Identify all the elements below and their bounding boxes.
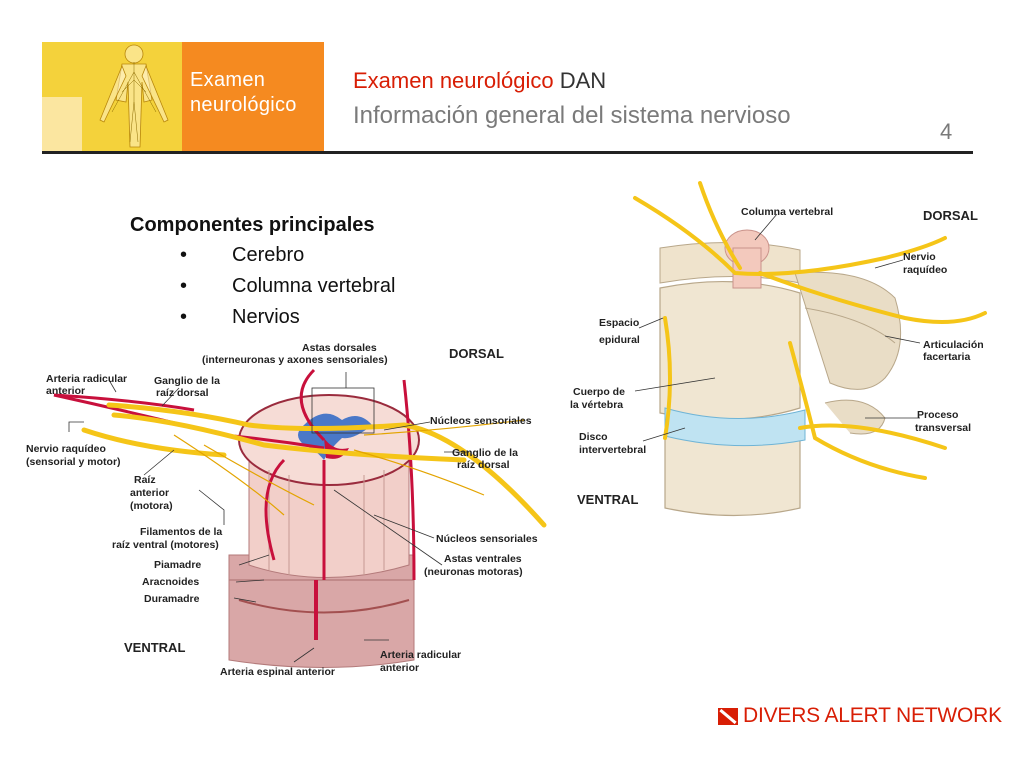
arteria-radicular-bottom-sub-label: anterior — [380, 662, 419, 674]
arteria-radicular-bottom-label: Arteria radicular — [380, 649, 461, 661]
ganglio-raiz-right-label: Ganglio de la — [452, 447, 518, 459]
title-rest: DAN — [553, 68, 607, 93]
dive-flag-icon — [718, 708, 738, 725]
list-item-label: Nervios — [232, 306, 300, 328]
human-figure-icon — [99, 44, 169, 148]
badge-line-1: Examen — [190, 69, 266, 91]
ganglio-raiz-right-sub-label: raíz dorsal — [457, 459, 510, 471]
spinal-cord-diagram: DORSAL VENTRAL Astas dorsales (interneur… — [26, 342, 547, 678]
page-number: 4 — [940, 119, 953, 144]
disco-sub-label: intervertebral — [579, 444, 646, 456]
nervous-system-thumbnail — [42, 42, 182, 152]
cuerpo-vertebra-label: Cuerpo de — [573, 386, 625, 398]
raiz-anterior-label: Raíz — [134, 474, 156, 486]
nervio-raquideo-sub-label: (sensorial y motor) — [26, 456, 121, 468]
dorsal-label: DORSAL — [449, 346, 504, 361]
articulacion-sub-label: facertaria — [923, 351, 970, 363]
raiz-anterior-type-label: (motora) — [130, 500, 173, 512]
exam-badge: Examen neurológico — [182, 42, 324, 152]
nervio-raquideo-right-label: Nervio — [903, 251, 936, 263]
header-divider — [42, 151, 973, 154]
duramadre-label: Duramadre — [144, 593, 200, 605]
vertebral-column-diagram: DORSAL VENTRAL Columna vertebral Nervio … — [570, 181, 987, 517]
proceso-sub-label: transversal — [915, 422, 971, 434]
nucleos-sensoriales-bottom-label: Núcleos sensoriales — [436, 533, 538, 545]
cuerpo-vertebra-sub-label: la vértebra — [570, 399, 623, 411]
filamentos-sub-label: raíz ventral (motores) — [112, 539, 219, 551]
raiz-anterior-sub-label: anterior — [130, 487, 169, 499]
ganglio-raiz-sub-label: raíz dorsal — [156, 387, 209, 399]
right-dorsal-label: DORSAL — [923, 208, 978, 223]
list-item-label: Columna vertebral — [232, 275, 396, 297]
right-ventral-label: VENTRAL — [577, 492, 638, 507]
page-title: Examen neurológico DAN — [353, 68, 606, 94]
arteria-espinal-label: Arteria espinal anterior — [220, 666, 335, 678]
astas-ventrales-label: Astas ventrales — [444, 553, 522, 565]
badge-line-2: neurológico — [190, 94, 297, 116]
proceso-label: Proceso — [917, 409, 958, 421]
espacio-epidural-sub-label: epidural — [599, 334, 640, 346]
disco-label: Disco — [579, 431, 608, 443]
astas-dorsales-sub-label: (interneuronas y axones sensoriales) — [202, 354, 388, 366]
filamentos-label: Filamentos de la — [140, 526, 222, 538]
astas-dorsales-label: Astas dorsales — [302, 342, 377, 354]
espacio-epidural-label: Espacio — [599, 317, 639, 329]
piamadre-label: Piamadre — [154, 559, 201, 571]
title-red-part: Examen neurológico — [353, 68, 554, 93]
arteria-radicular-sub-label: anterior — [46, 385, 85, 397]
page-subtitle: Información general del sistema nervioso — [353, 102, 791, 129]
nervio-raquideo-right-sub-label: raquídeo — [903, 264, 947, 276]
ventral-label: VENTRAL — [124, 640, 185, 655]
arteria-radicular-label: Arteria radicular — [46, 373, 127, 385]
dan-logo-text: DIVERS ALERT NETWORK — [743, 704, 1002, 727]
ganglio-raiz-label: Ganglio de la — [154, 375, 220, 387]
list-item-label: Cerebro — [232, 244, 305, 266]
columna-vertebral-label: Columna vertebral — [741, 206, 833, 218]
aracnoides-label: Aracnoides — [142, 576, 199, 588]
nucleos-sensoriales-top-label: Núcleos sensoriales — [430, 415, 532, 427]
components-heading: Componentes principales — [130, 214, 375, 236]
astas-ventrales-sub-label: (neuronas motoras) — [424, 566, 523, 578]
articulacion-label: Articulación — [923, 339, 984, 351]
dan-logo: DIVERS ALERT NETWORK — [718, 704, 1002, 730]
nervio-raquideo-label: Nervio raquídeo — [26, 443, 106, 455]
